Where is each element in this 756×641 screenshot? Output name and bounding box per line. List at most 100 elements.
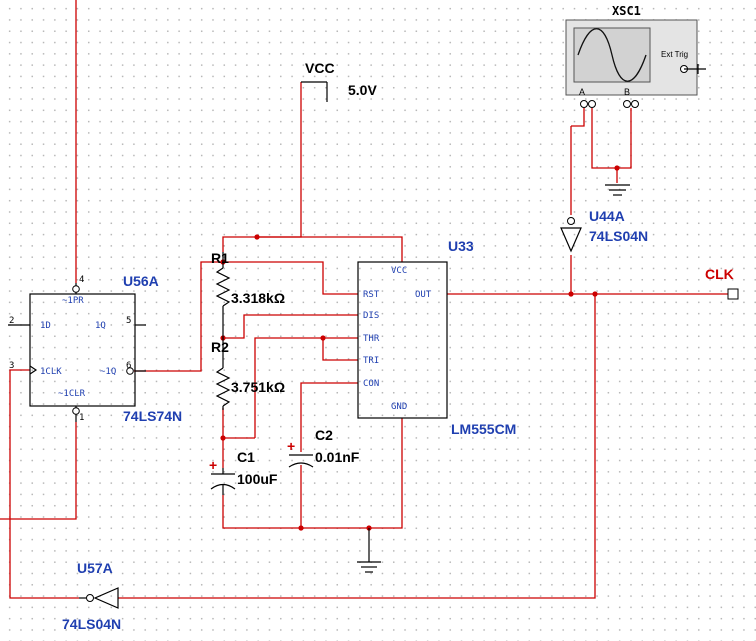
pr-bubble bbox=[72, 285, 80, 293]
resistor-r1[interactable]: R1 3.318kΩ bbox=[211, 250, 285, 338]
vcc-voltage: 5.0V bbox=[348, 82, 377, 98]
ground-icon bbox=[357, 528, 381, 573]
clk-label: CLK bbox=[705, 266, 734, 282]
wire-con[interactable] bbox=[300, 382, 358, 452]
inverter-bubble bbox=[86, 594, 94, 602]
channel-b-terminal[interactable] bbox=[623, 100, 631, 108]
pin-pr-label: ~1PR bbox=[62, 296, 84, 306]
resistor-r2[interactable]: R2 3.751kΩ bbox=[211, 338, 285, 410]
pin-con-label: CON bbox=[363, 379, 379, 389]
flipflop-ref: U56A bbox=[123, 273, 159, 289]
wire-vcc-to-timer[interactable] bbox=[257, 236, 403, 262]
inverter-u57a[interactable]: U57A 74LS04N bbox=[62, 560, 121, 632]
u57a-model: 74LS04N bbox=[62, 616, 121, 632]
qn-bubble bbox=[126, 367, 134, 375]
c2-polarity-mark: + bbox=[287, 438, 295, 454]
clock-triangle-icon bbox=[29, 365, 38, 375]
sine-wave-icon bbox=[577, 28, 647, 82]
wire-r2-c1[interactable] bbox=[222, 408, 255, 439]
wire-tri[interactable] bbox=[322, 338, 358, 361]
wire-vcc-rail[interactable] bbox=[222, 82, 302, 252]
pin-clr-label: ~1CLR bbox=[58, 389, 86, 399]
pin-number-q: 5 bbox=[126, 316, 131, 326]
capacitor-c2[interactable]: + C2 0.01nF bbox=[287, 427, 360, 468]
oscilloscope-ref: XSC1 bbox=[612, 4, 641, 18]
wire-ground-rail[interactable] bbox=[222, 418, 403, 529]
pin-clk-label: 1CLK bbox=[40, 367, 62, 377]
inverter-u44a[interactable]: U44A 74LS04N bbox=[560, 208, 648, 253]
resistor-zigzag-icon bbox=[215, 367, 231, 407]
junction-dot bbox=[220, 435, 226, 441]
wire-feedback[interactable] bbox=[118, 294, 596, 599]
junction-dot bbox=[254, 234, 260, 240]
c1-ref: C1 bbox=[237, 449, 255, 465]
junctions bbox=[220, 165, 620, 531]
pin-number-clk: 3 bbox=[9, 361, 14, 371]
wire-dis[interactable] bbox=[223, 314, 358, 339]
pin-number-clr: 1 bbox=[79, 413, 84, 423]
c1-polarity-mark: + bbox=[209, 457, 217, 473]
junction-dot bbox=[592, 291, 598, 297]
pin-thr-label: THR bbox=[363, 334, 380, 344]
pin-number-d: 2 bbox=[9, 316, 14, 326]
channel-a-label: A bbox=[579, 87, 585, 97]
capacitor-plate-bottom bbox=[288, 462, 314, 468]
flipflop-model: 74LS74N bbox=[123, 408, 182, 424]
junction-dot bbox=[298, 525, 304, 531]
r1-ref: R1 bbox=[211, 250, 229, 266]
inverter-triangle bbox=[93, 587, 119, 609]
junction-dot bbox=[614, 165, 620, 171]
timer-u33[interactable]: U33 LM555CM VCC RST OUT DIS THR TRI CON … bbox=[357, 238, 516, 437]
clk-terminal[interactable] bbox=[727, 288, 739, 300]
u44a-model: 74LS04N bbox=[589, 228, 648, 244]
channel-a-terminal[interactable] bbox=[580, 100, 588, 108]
pin-number-pr: 4 bbox=[79, 275, 84, 285]
pin-vcc-label: VCC bbox=[391, 266, 407, 276]
c2-value: 0.01nF bbox=[315, 449, 360, 465]
pin-q-label: 1Q bbox=[95, 321, 106, 331]
c1-value: 100uF bbox=[237, 471, 278, 487]
pin-d-label: 1D bbox=[40, 321, 51, 331]
wire-qn[interactable] bbox=[134, 261, 223, 372]
pin-qn-label: ~1Q bbox=[100, 367, 116, 377]
u57a-ref: U57A bbox=[77, 560, 113, 576]
timer-ref: U33 bbox=[448, 238, 474, 254]
wire-scope-ab[interactable] bbox=[591, 108, 632, 169]
c2-ref: C2 bbox=[315, 427, 333, 443]
wire-rst[interactable] bbox=[223, 261, 358, 295]
pin-gnd-label: GND bbox=[391, 402, 407, 412]
clr-bubble bbox=[72, 407, 80, 415]
channel-a-minus-terminal[interactable] bbox=[588, 100, 596, 108]
r2-ref: R2 bbox=[211, 339, 229, 355]
wire-u57a-clk[interactable] bbox=[9, 369, 79, 599]
oscilloscope-xsc1[interactable]: XSC1 Ext Trig A B bbox=[565, 4, 706, 108]
pin-tri-label: TRI bbox=[363, 356, 379, 366]
wire-network bbox=[0, 0, 728, 599]
pin-rst-label: RST bbox=[363, 290, 380, 300]
timer-model: LM555CM bbox=[451, 421, 516, 437]
wire-scope-a[interactable] bbox=[571, 108, 585, 127]
u44a-ref: U44A bbox=[589, 208, 625, 224]
r2-value: 3.751kΩ bbox=[231, 379, 285, 395]
channel-b-minus-terminal[interactable] bbox=[631, 100, 639, 108]
pin-number-qn: 6 bbox=[126, 361, 131, 371]
inverter-bubble bbox=[567, 217, 575, 225]
inverter-triangle bbox=[560, 227, 582, 253]
pin-dis-label: DIS bbox=[363, 311, 379, 321]
clk-output-port[interactable]: CLK bbox=[705, 266, 739, 300]
resistor-zigzag-icon bbox=[215, 267, 231, 307]
flipflop-u56a[interactable]: U56A 74LS74N ~1PR 1D 1Q 1CLK ~1Q ~1CLR 4… bbox=[8, 273, 182, 424]
timer-body bbox=[357, 261, 448, 419]
channel-b-label: B bbox=[624, 87, 630, 97]
capacitor-c1[interactable]: + C1 100uF bbox=[209, 449, 278, 495]
vcc-label: VCC bbox=[305, 60, 335, 76]
wire-clr[interactable] bbox=[0, 422, 77, 520]
pin-out-label: OUT bbox=[415, 290, 432, 300]
ext-trig-label: Ext Trig bbox=[661, 50, 688, 59]
junction-dot bbox=[320, 335, 326, 341]
junction-dot bbox=[568, 291, 574, 297]
r1-value: 3.318kΩ bbox=[231, 290, 285, 306]
ground-icon bbox=[605, 184, 630, 196]
vcc-source[interactable]: VCC 5.0V bbox=[301, 60, 377, 102]
